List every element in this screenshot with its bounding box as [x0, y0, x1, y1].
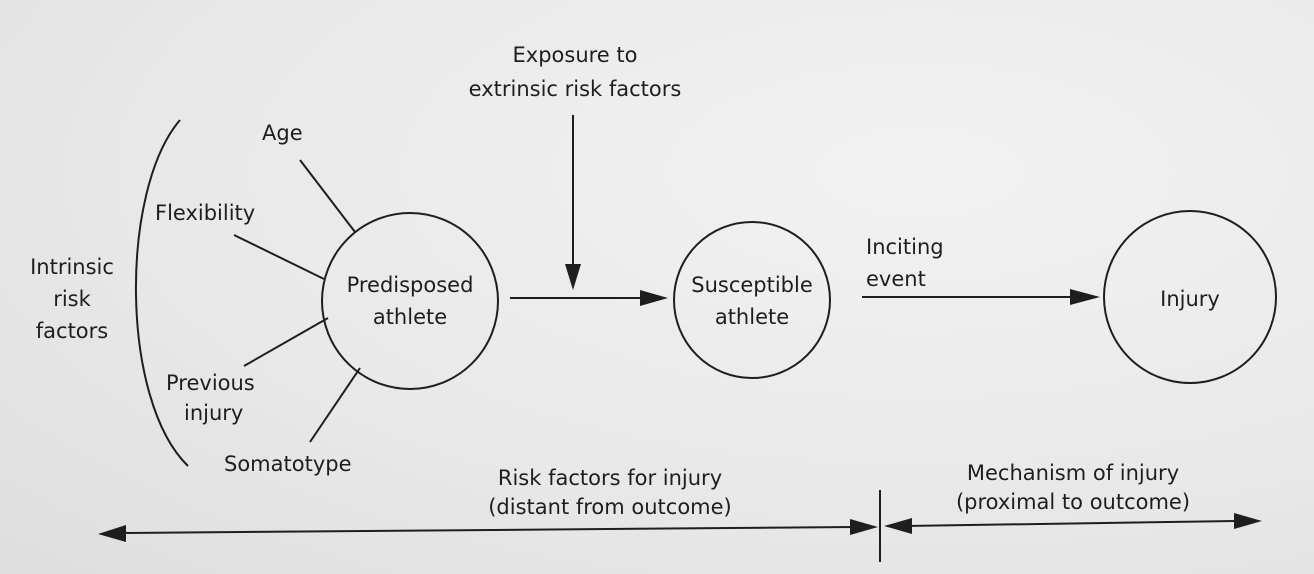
timeline-risk-line — [119, 526, 856, 534]
inciting-label-1: Inciting — [866, 235, 944, 259]
exposure-arrowhead — [565, 264, 581, 290]
susceptible-label-2: athlete — [715, 305, 789, 329]
intrinsic-label-3: factors — [36, 319, 108, 343]
inciting-label-2: event — [866, 267, 926, 291]
risk-factors-label-1: Risk factors for injury — [498, 466, 722, 490]
spoke-somatotype — [309, 367, 361, 443]
exposure-label-1: Exposure to — [513, 43, 638, 67]
timeline-right-arrowhead — [1234, 513, 1262, 529]
factor-flexibility: Flexibility — [155, 201, 255, 225]
arrowhead-1 — [640, 290, 668, 306]
predisposed-label-2: athlete — [373, 305, 447, 329]
arrowhead-2 — [1070, 289, 1100, 305]
timeline-mid-right-arrowhead — [884, 518, 912, 534]
predisposed-label-1: Predisposed — [347, 273, 474, 297]
node-susceptible-athlete — [673, 221, 831, 379]
factor-previous-injury-1: Previous — [166, 371, 255, 395]
intrinsic-bracket — [135, 119, 189, 467]
susceptible-label-1: Susceptible — [691, 273, 813, 297]
timeline-mechanism-line — [904, 520, 1236, 527]
mechanism-label-2: (proximal to outcome) — [956, 490, 1190, 514]
intrinsic-label-2: risk — [53, 287, 91, 311]
risk-factors-label-2: (distant from outcome) — [488, 495, 732, 519]
factor-age: Age — [262, 121, 303, 145]
spoke-flexibility — [233, 234, 325, 280]
mechanism-label-1: Mechanism of injury — [967, 461, 1179, 485]
intrinsic-label-1: Intrinsic — [30, 255, 114, 279]
factor-previous-injury-2: injury — [184, 401, 243, 425]
spoke-previous-injury — [243, 317, 329, 367]
timeline-left-arrowhead — [98, 525, 126, 542]
timeline-mid-arrowhead — [850, 519, 878, 535]
node-predisposed-athlete — [321, 212, 499, 390]
spoke-age — [299, 159, 356, 233]
factor-somatotype: Somatotype — [224, 452, 352, 476]
node-injury — [1103, 210, 1277, 384]
exposure-label-2: extrinsic risk factors — [469, 77, 682, 101]
injury-label: Injury — [1160, 287, 1220, 311]
